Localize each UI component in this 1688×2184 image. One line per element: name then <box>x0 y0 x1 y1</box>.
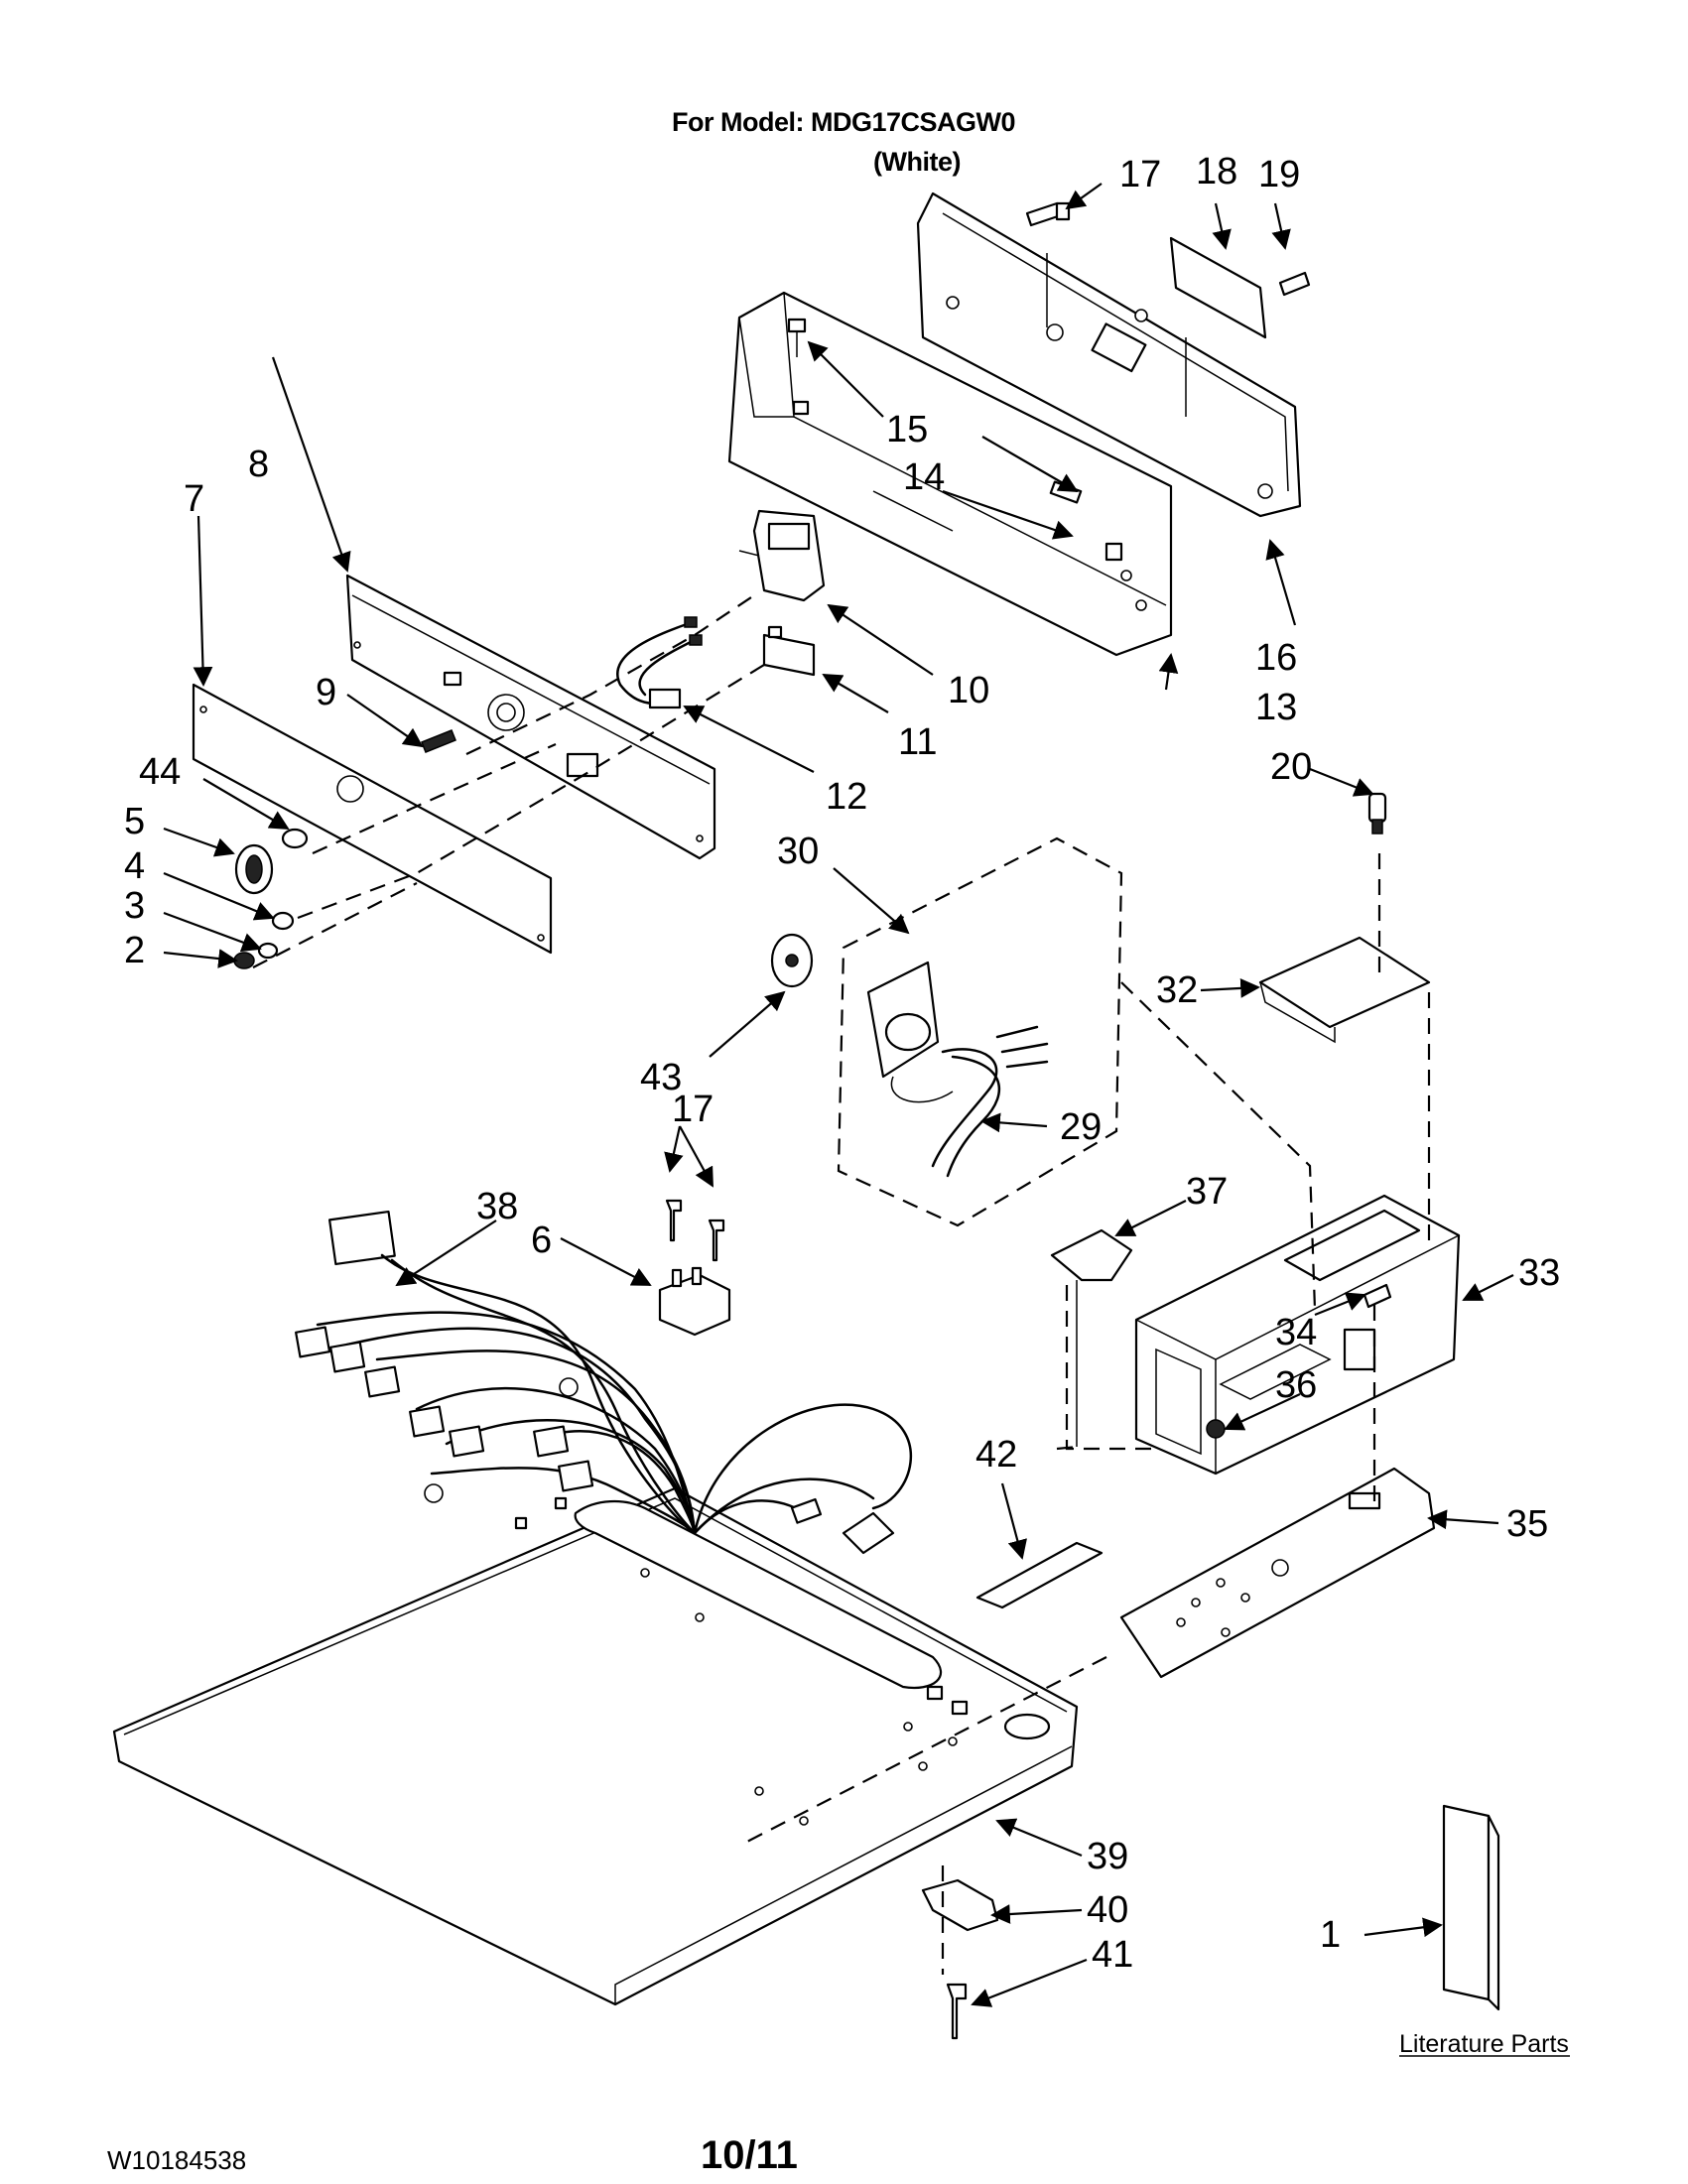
align-line <box>1120 981 1317 1311</box>
callout-1: 1 <box>1320 1914 1341 1956</box>
part-29-assembly <box>866 961 1049 1178</box>
callout-19: 19 <box>1258 154 1300 195</box>
literature-booklet <box>1442 1804 1500 2011</box>
part-relay <box>658 1266 731 1337</box>
part-box-30 <box>837 836 1123 1227</box>
callout-17b: 17 <box>672 1089 714 1130</box>
part-harness-12 <box>616 616 703 709</box>
part-timer <box>738 509 826 602</box>
part-junction-box <box>1134 1194 1461 1476</box>
part-3 <box>257 942 279 960</box>
callout-14: 14 <box>903 456 945 498</box>
callout-11: 11 <box>898 721 937 763</box>
part-2 <box>233 952 255 969</box>
document-number: W10184538 <box>107 2145 247 2175</box>
screw-15 <box>787 318 807 357</box>
callout-30: 30 <box>777 831 819 872</box>
part-panel-overlay <box>192 683 553 955</box>
part-42 <box>975 1541 1104 1609</box>
callout-20: 20 <box>1270 746 1312 788</box>
model-title: For Model: MDG17CSAGW0 <box>672 107 1016 137</box>
callout-9: 9 <box>316 672 336 713</box>
callout-3: 3 <box>124 885 145 927</box>
callout-16: 16 <box>1255 637 1297 679</box>
part-terminal-20 <box>1367 792 1387 835</box>
callout-10: 10 <box>948 670 989 711</box>
callout-4: 4 <box>124 845 145 887</box>
part-bracket-32 <box>1258 936 1431 1044</box>
callout-42: 42 <box>975 1434 1017 1476</box>
callout-40: 40 <box>1087 1889 1128 1931</box>
screw-34 <box>1363 1283 1392 1309</box>
callout-13: 13 <box>1255 687 1297 728</box>
screw-41 <box>946 1983 968 2040</box>
screw-9 <box>421 729 456 753</box>
callout-35: 35 <box>1506 1503 1548 1545</box>
part-4 <box>271 911 295 931</box>
callout-15: 15 <box>886 409 928 450</box>
part-18-plate <box>1169 236 1267 339</box>
screw-17-pair <box>665 1199 725 1262</box>
callout-12: 12 <box>826 776 867 818</box>
callout-38: 38 <box>476 1186 518 1227</box>
part-push-switch <box>762 625 816 677</box>
callout-18: 18 <box>1196 151 1237 193</box>
part-44 <box>281 828 309 849</box>
screw-17-top <box>1025 201 1071 227</box>
callout-29: 29 <box>1060 1106 1102 1148</box>
align-line <box>252 882 418 968</box>
callout-2: 2 <box>124 930 145 971</box>
callout-8: 8 <box>248 444 269 485</box>
part-rear-bracket <box>916 192 1302 518</box>
part-wire-harness <box>295 1210 913 1555</box>
part-console <box>727 291 1173 657</box>
page-number: 10/11 <box>701 2133 798 2177</box>
model-color: (White) <box>873 147 961 177</box>
align-line <box>738 1656 1107 1847</box>
callout-33: 33 <box>1518 1252 1560 1294</box>
callout-6: 6 <box>531 1220 552 1261</box>
callout-39: 39 <box>1087 1836 1128 1877</box>
callout-41: 41 <box>1092 1934 1133 1976</box>
callout-17: 17 <box>1119 154 1161 195</box>
callout-34: 34 <box>1275 1312 1317 1353</box>
callout-36: 36 <box>1275 1364 1317 1406</box>
screw-19 <box>1278 271 1311 297</box>
callout-44: 44 <box>139 751 181 793</box>
part-40 <box>921 1878 999 1932</box>
literature-parts-label: Literature Parts <box>1399 2030 1569 2058</box>
align-line <box>465 594 755 755</box>
callout-43: 43 <box>640 1057 682 1098</box>
part-plate-35 <box>1119 1467 1436 1679</box>
align-line <box>1065 1285 1156 1451</box>
callout-7: 7 <box>184 478 204 520</box>
callout-labels: 17 18 19 15 14 16 13 10 11 12 8 7 9 44 5… <box>124 151 1570 2058</box>
callout-37: 37 <box>1186 1171 1228 1213</box>
align-line <box>297 664 765 920</box>
callout-32: 32 <box>1156 969 1198 1011</box>
part-cabinet-top <box>112 1486 1079 2006</box>
leader-arrows <box>163 183 1514 2007</box>
part-43 <box>770 933 814 988</box>
align-line <box>312 742 557 855</box>
part-knob <box>234 843 274 895</box>
callout-5: 5 <box>124 801 145 842</box>
part-control-panel <box>345 574 716 860</box>
part-37 <box>1050 1228 1133 1447</box>
